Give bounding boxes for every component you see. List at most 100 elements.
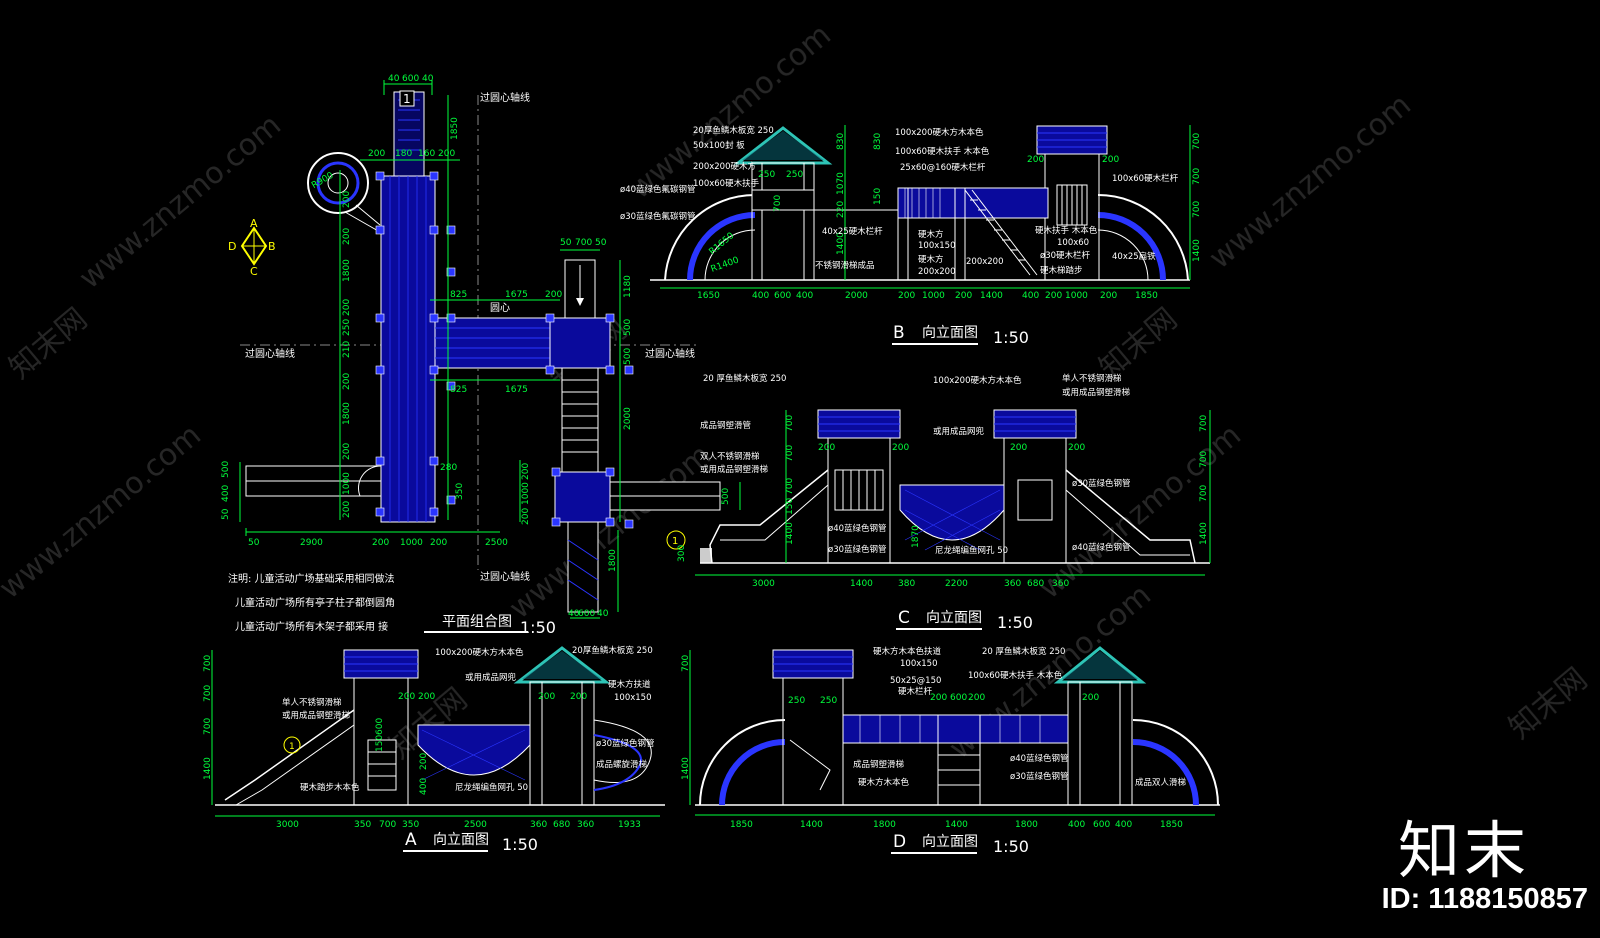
svg-text:尼龙绳编鱼网孔 50: 尼龙绳编鱼网孔 50 <box>935 545 1008 556</box>
svg-text:360: 360 <box>530 820 547 830</box>
svg-text:1000: 1000 <box>922 291 945 301</box>
svg-text:1180: 1180 <box>623 275 633 298</box>
svg-text:200: 200 <box>342 373 352 390</box>
elevation-b: 1650 400 600 400 2000 200 1000 200 1400 … <box>620 125 1202 347</box>
svg-text:B: B <box>268 240 276 253</box>
svg-text:尼龙绳编鱼网孔 50: 尼龙绳编鱼网孔 50 <box>455 782 528 793</box>
svg-text:350: 350 <box>455 483 465 500</box>
svg-text:向立面图: 向立面图 <box>433 832 489 848</box>
svg-text:200: 200 <box>418 692 435 702</box>
svg-text:700: 700 <box>1199 485 1209 502</box>
svg-text:ø40蓝绿色钢管: ø40蓝绿色钢管 <box>828 523 887 534</box>
svg-text:200: 200 <box>368 149 385 159</box>
svg-text:200: 200 <box>968 693 985 703</box>
svg-text:830: 830 <box>873 133 883 150</box>
svg-text:ø30硬木栏杆: ø30硬木栏杆 <box>1040 250 1091 261</box>
svg-text:成品螺旋滑梯: 成品螺旋滑梯 <box>596 759 648 770</box>
svg-text:700: 700 <box>1199 451 1209 468</box>
svg-text:C: C <box>898 608 910 628</box>
svg-text:1400: 1400 <box>785 522 795 545</box>
plan-dimensions: 40 600 40 200 180 160 200 50 700 50 825 … <box>221 74 731 619</box>
svg-text:360: 360 <box>1004 579 1021 589</box>
watermark-site: www.znzmo.com <box>1033 418 1248 607</box>
svg-text:1:50: 1:50 <box>520 618 556 637</box>
svg-text:R1400: R1400 <box>710 255 741 274</box>
svg-text:300: 300 <box>677 545 687 562</box>
svg-text:200: 200 <box>955 291 972 301</box>
svg-text:C: C <box>250 265 258 278</box>
svg-text:1000: 1000 <box>521 482 531 505</box>
svg-text:825: 825 <box>450 290 467 300</box>
svg-text:25x60@160硬木栏杆: 25x60@160硬木栏杆 <box>900 162 986 173</box>
elevation-d: 1850 1400 1800 1400 1800 400 600 400 185… <box>681 646 1220 856</box>
svg-text:160: 160 <box>418 149 435 159</box>
svg-text:单人不锈钢滑梯: 单人不锈钢滑梯 <box>282 697 342 708</box>
svg-text:向立面图: 向立面图 <box>926 610 982 626</box>
svg-text:100x60硬木栏杆: 100x60硬木栏杆 <box>1112 173 1179 184</box>
svg-text:1400: 1400 <box>980 291 1003 301</box>
svg-text:1:50: 1:50 <box>997 613 1033 632</box>
svg-text:400: 400 <box>1068 820 1085 830</box>
svg-text:400: 400 <box>1115 820 1132 830</box>
svg-text:210: 210 <box>342 341 352 358</box>
svg-text:40: 40 <box>388 74 400 84</box>
svg-text:50: 50 <box>560 238 572 248</box>
svg-text:50x100封 板: 50x100封 板 <box>693 140 745 151</box>
svg-text:50: 50 <box>595 238 607 248</box>
svg-text:A: A <box>405 830 417 850</box>
title-elevation-d: D 向立面图 1:50 <box>891 832 1029 856</box>
svg-text:50x25@150: 50x25@150 <box>890 676 941 686</box>
svg-text:380: 380 <box>898 579 915 589</box>
svg-text:50: 50 <box>221 508 231 520</box>
svg-text:ø30蓝绿色钢管: ø30蓝绿色钢管 <box>1072 478 1131 489</box>
watermark-site: www.znzmo.com <box>0 418 208 607</box>
svg-text:ø40蓝绿色钢管: ø40蓝绿色钢管 <box>1072 542 1131 553</box>
svg-text:200: 200 <box>1068 443 1085 453</box>
svg-text:200: 200 <box>1100 291 1117 301</box>
plan-view: 过圆心轴线 过圆心轴线 过圆心轴线 过圆心轴线 1 R900 <box>221 74 741 633</box>
svg-text:1800: 1800 <box>342 259 352 282</box>
svg-text:20 厚鱼鳞木板宽 250: 20 厚鱼鳞木板宽 250 <box>982 646 1065 657</box>
svg-text:400: 400 <box>796 291 813 301</box>
svg-text:700: 700 <box>1192 201 1202 218</box>
svg-text:硬木方: 硬木方 <box>918 254 944 265</box>
svg-text:2500: 2500 <box>464 820 487 830</box>
svg-text:1000: 1000 <box>400 538 423 548</box>
watermark-brand: 知末网 <box>3 301 94 386</box>
svg-text:或用成品钢塑滑梯: 或用成品钢塑滑梯 <box>700 464 769 475</box>
svg-text:ø40蓝绿色氟碳钢管: ø40蓝绿色氟碳钢管 <box>620 184 696 195</box>
svg-text:250: 250 <box>786 170 803 180</box>
svg-text:200: 200 <box>342 443 352 460</box>
svg-text:280: 280 <box>440 463 457 473</box>
svg-text:400: 400 <box>221 485 231 502</box>
svg-text:ø30蓝绿色钢管: ø30蓝绿色钢管 <box>828 544 887 555</box>
svg-text:1400: 1400 <box>203 757 213 780</box>
note-line: 儿童活动广场所有木架子都采用 接 <box>235 620 388 633</box>
svg-text:2000: 2000 <box>623 407 633 430</box>
svg-text:1675: 1675 <box>505 290 528 300</box>
svg-text:500: 500 <box>623 348 633 365</box>
svg-text:600: 600 <box>402 74 419 84</box>
svg-text:1000: 1000 <box>1065 291 1088 301</box>
svg-text:200: 200 <box>898 291 915 301</box>
title-elevation-b: B 向立面图 1:50 <box>892 323 1029 347</box>
svg-text:100x200硬木方木本色: 100x200硬木方木本色 <box>933 375 1022 386</box>
svg-text:1:50: 1:50 <box>502 835 538 854</box>
svg-text:200: 200 <box>545 290 562 300</box>
svg-text:向立面图: 向立面图 <box>922 834 978 850</box>
svg-text:1850: 1850 <box>1160 820 1183 830</box>
elevation-a-labels: 单人不锈钢滑梯 或用成品钢塑滑梯 硬木踏步木本色 100x200硬木方木本色 或… <box>282 645 655 793</box>
svg-text:250: 250 <box>758 170 775 180</box>
svg-text:400: 400 <box>419 778 429 795</box>
svg-text:2200: 2200 <box>945 579 968 589</box>
axis-label-left: 过圆心轴线 <box>245 347 295 360</box>
elevation-b-dimensions: 1650 400 600 400 2000 200 1000 200 1400 … <box>697 133 1202 301</box>
svg-text:1850: 1850 <box>730 820 753 830</box>
elevation-c: 1 3000 1400 380 2200 360 680 360 200 200… <box>666 373 1211 632</box>
svg-text:200: 200 <box>930 693 947 703</box>
svg-text:1070: 1070 <box>836 172 846 195</box>
svg-text:3000: 3000 <box>752 579 775 589</box>
svg-text:ø30蓝绿色钢管: ø30蓝绿色钢管 <box>1010 771 1069 782</box>
svg-text:100x200硬木方木本色: 100x200硬木方木本色 <box>435 647 524 658</box>
svg-text:1650: 1650 <box>697 291 720 301</box>
